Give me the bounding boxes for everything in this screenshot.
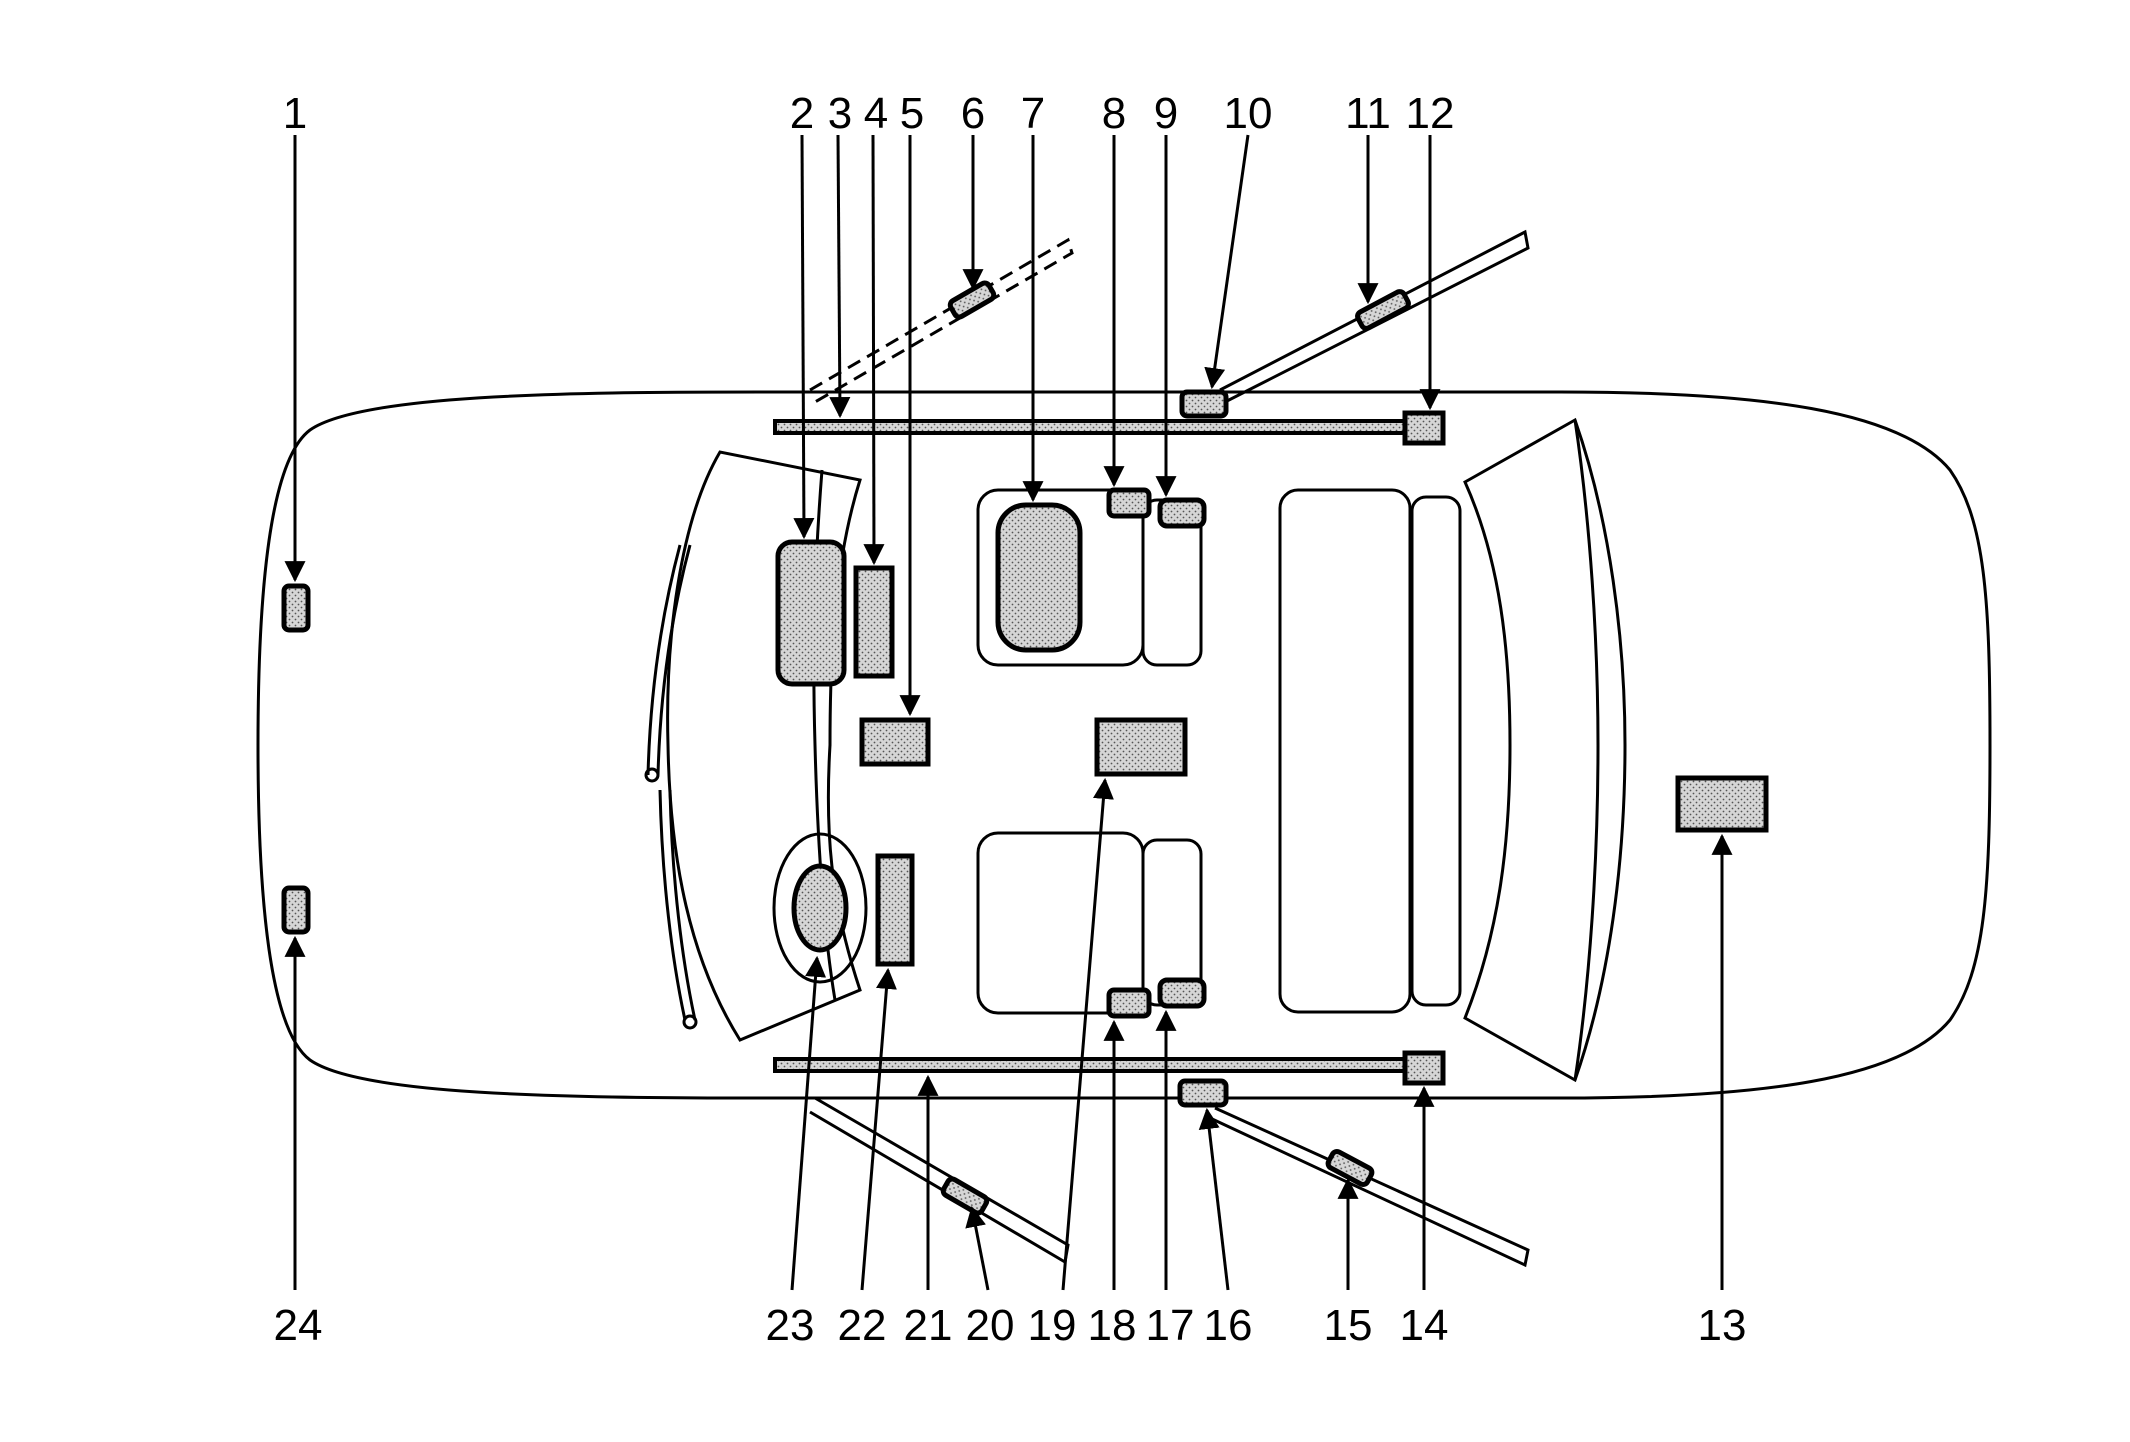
leader-19 [1061, 777, 1114, 1291]
component-16 [1177, 1078, 1229, 1108]
rear-seat-cushion [1278, 488, 1412, 1014]
callout-15: 15 [1324, 1301, 1373, 1350]
rear-window-inner [1573, 419, 1600, 1081]
callout-4: 4 [864, 89, 888, 138]
callout-12: 12 [1406, 89, 1455, 138]
roof-rail-right [773, 1057, 1407, 1073]
component-13 [1675, 775, 1769, 833]
callout-10: 10 [1224, 89, 1273, 138]
callout-2: 2 [790, 89, 814, 138]
callout-3: 3 [828, 89, 852, 138]
component-12 [1402, 410, 1446, 446]
roof-rail-left [773, 419, 1407, 435]
callout-1: 1 [283, 89, 307, 138]
component-8 [1106, 487, 1152, 519]
component-20 [940, 1176, 990, 1216]
passenger-seat-cushion [976, 831, 1145, 1015]
component-23-ring [772, 832, 868, 984]
front-door-right-open [809, 1096, 1070, 1265]
wiper-blade-upper [646, 544, 692, 776]
leader-22 [860, 967, 897, 1291]
component-14 [1402, 1050, 1446, 1086]
component-9 [1157, 497, 1207, 529]
callout-18: 18 [1088, 1301, 1137, 1350]
component-15 [1325, 1148, 1375, 1188]
wiper-pivot-lower [682, 1014, 698, 1030]
callout-6: 6 [961, 89, 985, 138]
component-11 [1355, 289, 1411, 331]
component-24 [281, 885, 311, 935]
callout-24: 24 [274, 1301, 323, 1350]
component-10 [1179, 389, 1229, 419]
component-2 [775, 539, 847, 687]
callout-17: 17 [1146, 1301, 1195, 1350]
component-7 [995, 502, 1083, 653]
callout-8: 8 [1102, 89, 1126, 138]
callout-7: 7 [1021, 89, 1045, 138]
callout-20: 20 [966, 1301, 1015, 1350]
leader-4 [863, 134, 885, 566]
leader-16 [1198, 1107, 1230, 1291]
rear-window-outline [1463, 417, 1627, 1083]
component-23 [791, 863, 849, 953]
leader-20 [965, 1205, 990, 1291]
vehicle-body-outline [256, 390, 1992, 1100]
rear-door-right-open [1209, 1106, 1530, 1268]
leader-10 [1204, 134, 1250, 390]
component-6 [947, 280, 997, 320]
component-19 [1094, 717, 1188, 777]
callout-16: 16 [1204, 1301, 1253, 1350]
rear-seat-back [1410, 495, 1462, 1007]
callout-14: 14 [1400, 1301, 1449, 1350]
leader-2 [793, 134, 815, 540]
callout-13: 13 [1698, 1301, 1747, 1350]
component-17 [1157, 977, 1207, 1009]
component-1 [281, 583, 311, 633]
callout-21: 21 [904, 1301, 953, 1350]
component-22 [875, 853, 915, 967]
component-5 [859, 717, 931, 767]
callout-5: 5 [900, 89, 924, 138]
wiper-pivot-upper [644, 767, 660, 783]
callout-11: 11 [1345, 89, 1391, 138]
callout-9: 9 [1154, 89, 1178, 138]
leader-23 [790, 955, 827, 1291]
callout-23: 23 [766, 1301, 815, 1350]
callout-19: 19 [1028, 1301, 1077, 1350]
component-4 [853, 565, 895, 679]
component-18 [1106, 987, 1152, 1019]
callout-22: 22 [838, 1301, 887, 1350]
wiper-blade-lower [658, 789, 697, 1021]
leader-3 [829, 134, 851, 419]
